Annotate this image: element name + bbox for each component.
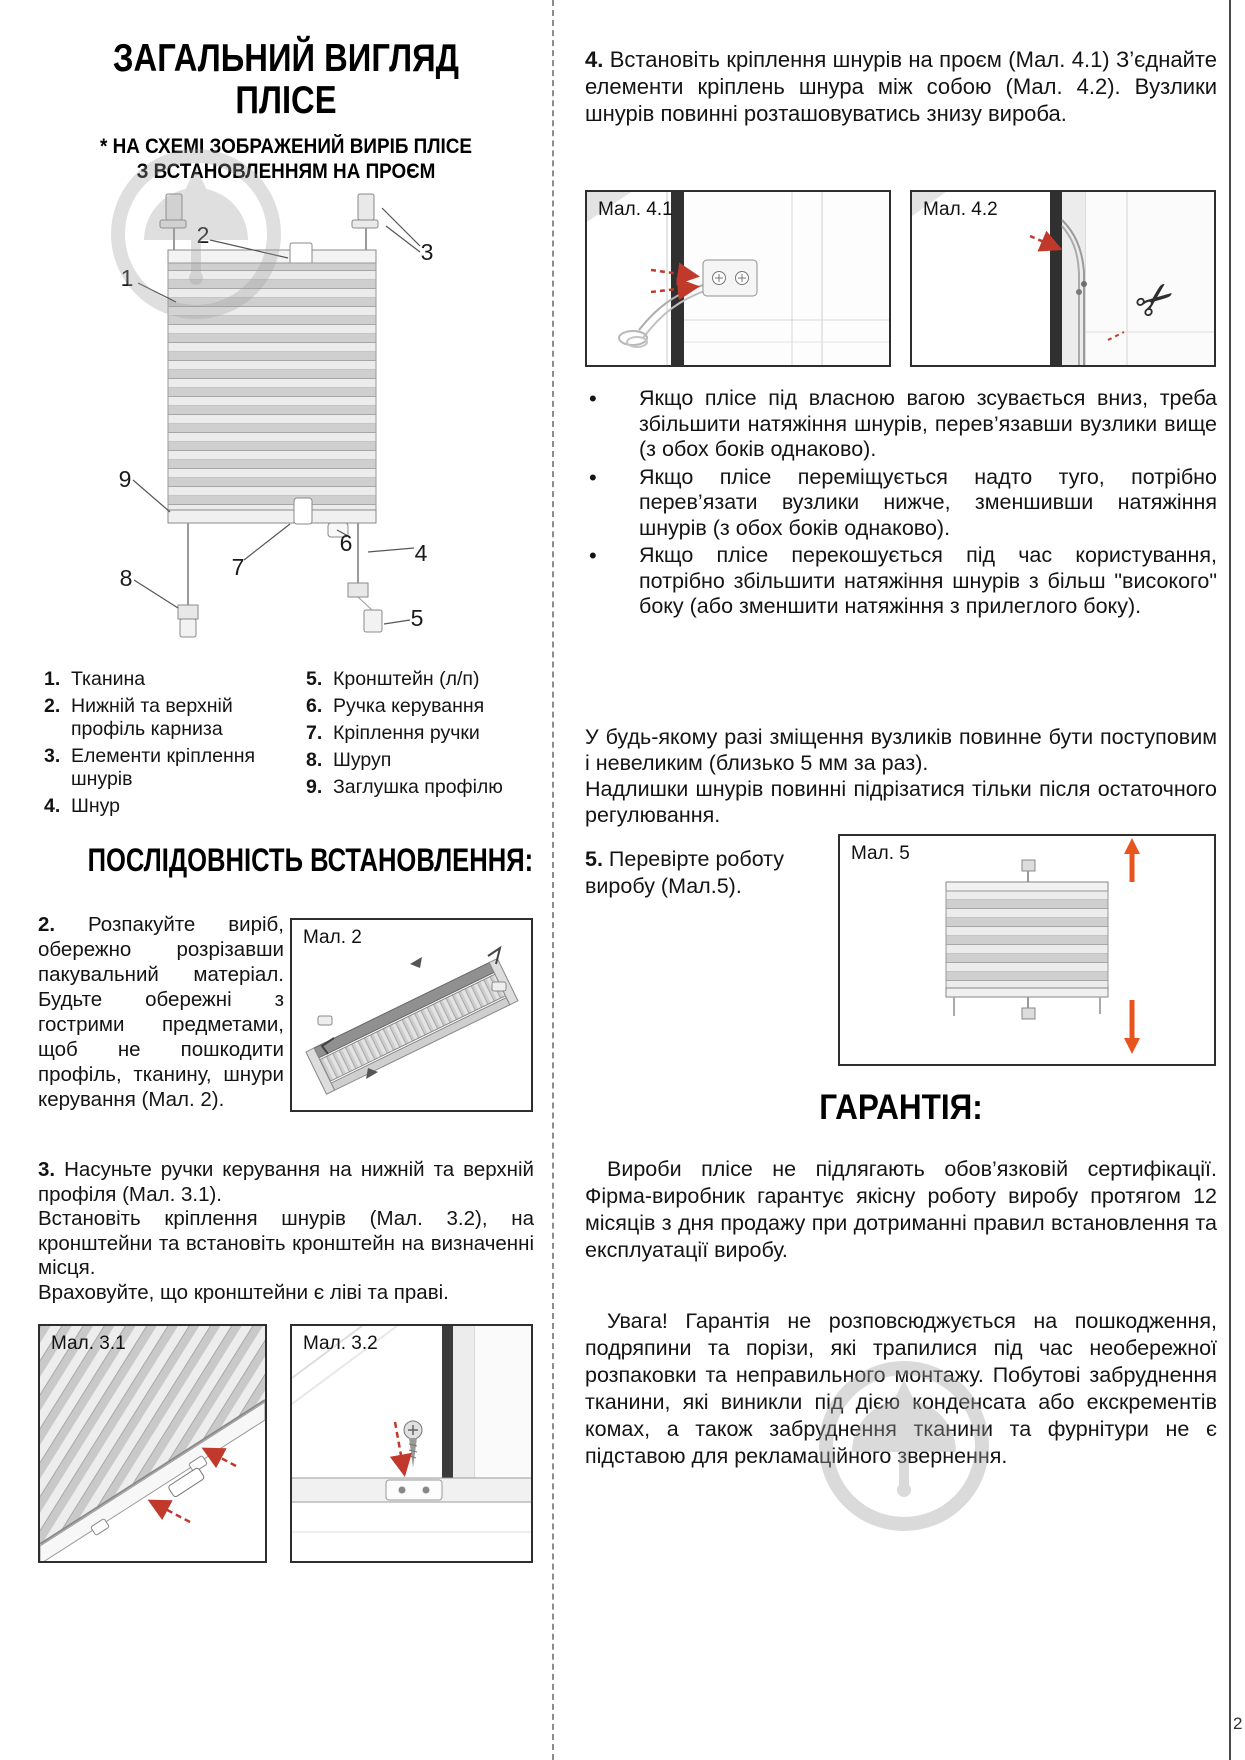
installation-section-title: ПОСЛІДОВНІСТЬ ВСТАНОВЛЕННЯ: — [87, 842, 534, 878]
legend-item: 2.Нижній та верхній профіль карниза — [44, 695, 233, 740]
page-number: 2 — [1233, 1714, 1243, 1733]
diagram-callout-7: 7 — [232, 554, 245, 580]
adjustment-bullet-list: • Якщо плісе під власною вагою зсуваєтьс… — [585, 386, 1217, 622]
page-title-line2: ПЛІСЕ — [235, 79, 337, 122]
column-divider-dashed — [552, 0, 554, 1760]
figure-4-1-label: Мал. 4.1 — [598, 199, 673, 220]
legend-item: 3.Елементи кріплення шнурів — [44, 745, 256, 790]
figure-5-drawing — [945, 838, 1140, 1054]
bullet-marker: • — [589, 386, 597, 411]
parts-legend-col2: 5.Кронштейн (л/п) 6.Ручка керування 7.Кр… — [306, 668, 534, 822]
legend-item: 9.Заглушка профілю — [306, 776, 503, 798]
figure-3-1-box: Мал. 3.1 — [38, 1324, 267, 1563]
pleated-blind-diagram: 1 2 3 4 5 6 7 8 9 — [119, 193, 434, 638]
legend-item: 1.Тканина — [44, 668, 146, 690]
down-arrow-icon — [1124, 1000, 1140, 1054]
parts-legend-col1: 1.Тканина 2.Нижній та верхній профіль ка… — [44, 668, 306, 822]
bullet-item: • Якщо плісе під власною вагою зсуваєтьс… — [585, 386, 1217, 463]
figure-4-1-box: Мал. 4.1 — [585, 190, 891, 367]
step-2-paragraph: 2. Розпакуйте виріб, обережно розрізавши… — [38, 913, 284, 1111]
legend-item: 5.Кронштейн (л/п) — [306, 668, 480, 690]
warranty-paragraph-1: Вироби плісе не підлягають обов’язковій … — [585, 1157, 1217, 1262]
figure-3-2-box: Мал. 3.2 — [290, 1324, 533, 1563]
step-3-paragraph: 3. Насуньте ручки керування на нижній та… — [38, 1158, 534, 1304]
parts-legend: 1.Тканина 2.Нижній та верхній профіль ка… — [44, 668, 536, 822]
diagram-callout-5: 5 — [411, 605, 424, 631]
step-4-number: 4. — [585, 47, 604, 72]
legend-item: 8.Шуруп — [306, 749, 392, 771]
diagram-callout-1: 1 — [121, 265, 134, 291]
figure-4-1-drawing — [587, 192, 889, 365]
bullet-item: • Якщо плісе переміщується надто туго, п… — [585, 465, 1217, 542]
step-2-number: 2. — [38, 913, 56, 936]
warranty-paragraph-2: Увага! Гарантія не розповсюджується на п… — [585, 1309, 1217, 1468]
figure-5-label: Мал. 5 — [851, 843, 910, 864]
step-5-paragraph: 5. Перевірте роботу виробу (Мал.5). — [585, 847, 785, 898]
page-subtitle-line1: * НА СХЕМІ ЗОБРАЖЕНИЙ ВИРІБ ПЛІСЕ — [99, 135, 473, 158]
page-title-line1: ЗАГАЛЬНИЙ ВИГЛЯД — [113, 37, 459, 80]
step-4-paragraph: 4. Встановіть кріплення шнурів на проєм … — [585, 47, 1217, 126]
up-arrow-icon — [1124, 838, 1140, 882]
legend-item: 6.Ручка керування — [306, 695, 485, 717]
warranty-section-title: ГАРАНТІЯ: — [819, 1088, 983, 1127]
figure-5-box: Мал. 5 — [838, 834, 1216, 1066]
figure-3-1-label: Мал. 3.1 — [51, 1333, 126, 1354]
page-title: ЗАГАЛЬНИЙ ВИГЛЯД ПЛІСЕ — [38, 38, 534, 122]
legend-item: 7.Кріплення ручки — [306, 722, 480, 744]
bullet-marker: • — [589, 543, 597, 568]
figure-3-1-drawing — [40, 1326, 265, 1561]
diagram-callout-8: 8 — [120, 565, 133, 591]
bullet-marker: • — [589, 464, 597, 490]
step-3-number: 3. — [38, 1158, 56, 1181]
diagram-callout-9: 9 — [119, 466, 132, 492]
figure-4-2-drawing: ✂ — [912, 192, 1214, 365]
adjustment-note: У будь-якому разі зміщення вузликів пови… — [585, 725, 1217, 827]
page-subtitle: * НА СХЕМІ ЗОБРАЖЕНИЙ ВИРІБ ПЛІСЕ З ВСТА… — [38, 134, 534, 184]
figure-2-box: Мал. 2 — [290, 918, 533, 1112]
diagram-callout-4: 4 — [415, 540, 428, 566]
page-right-rule — [1229, 0, 1231, 1760]
figure-2-label: Мал. 2 — [303, 927, 362, 948]
step-5-number: 5. — [585, 847, 603, 871]
page-subtitle-line2: З ВСТАНОВЛЕННЯМ НА ПРОЄМ — [136, 160, 436, 183]
figure-3-2-drawing — [292, 1326, 531, 1533]
figure-3-2-label: Мал. 3.2 — [303, 1333, 378, 1354]
legend-item: 4.Шнур — [44, 795, 121, 817]
diagram-callout-6: 6 — [340, 530, 353, 556]
product-overview-diagram: 1 2 3 4 5 6 7 8 9 — [38, 180, 534, 662]
figure-2-drawing — [305, 945, 519, 1095]
figure-4-2-box: Мал. 4.2 ✂ — [910, 190, 1216, 367]
diagram-callout-2: 2 — [197, 222, 210, 248]
figure-4-2-label: Мал. 4.2 — [923, 199, 998, 220]
diagram-callout-3: 3 — [421, 239, 434, 265]
bullet-item: • Якщо плісе перекошується під час корис… — [585, 543, 1217, 620]
